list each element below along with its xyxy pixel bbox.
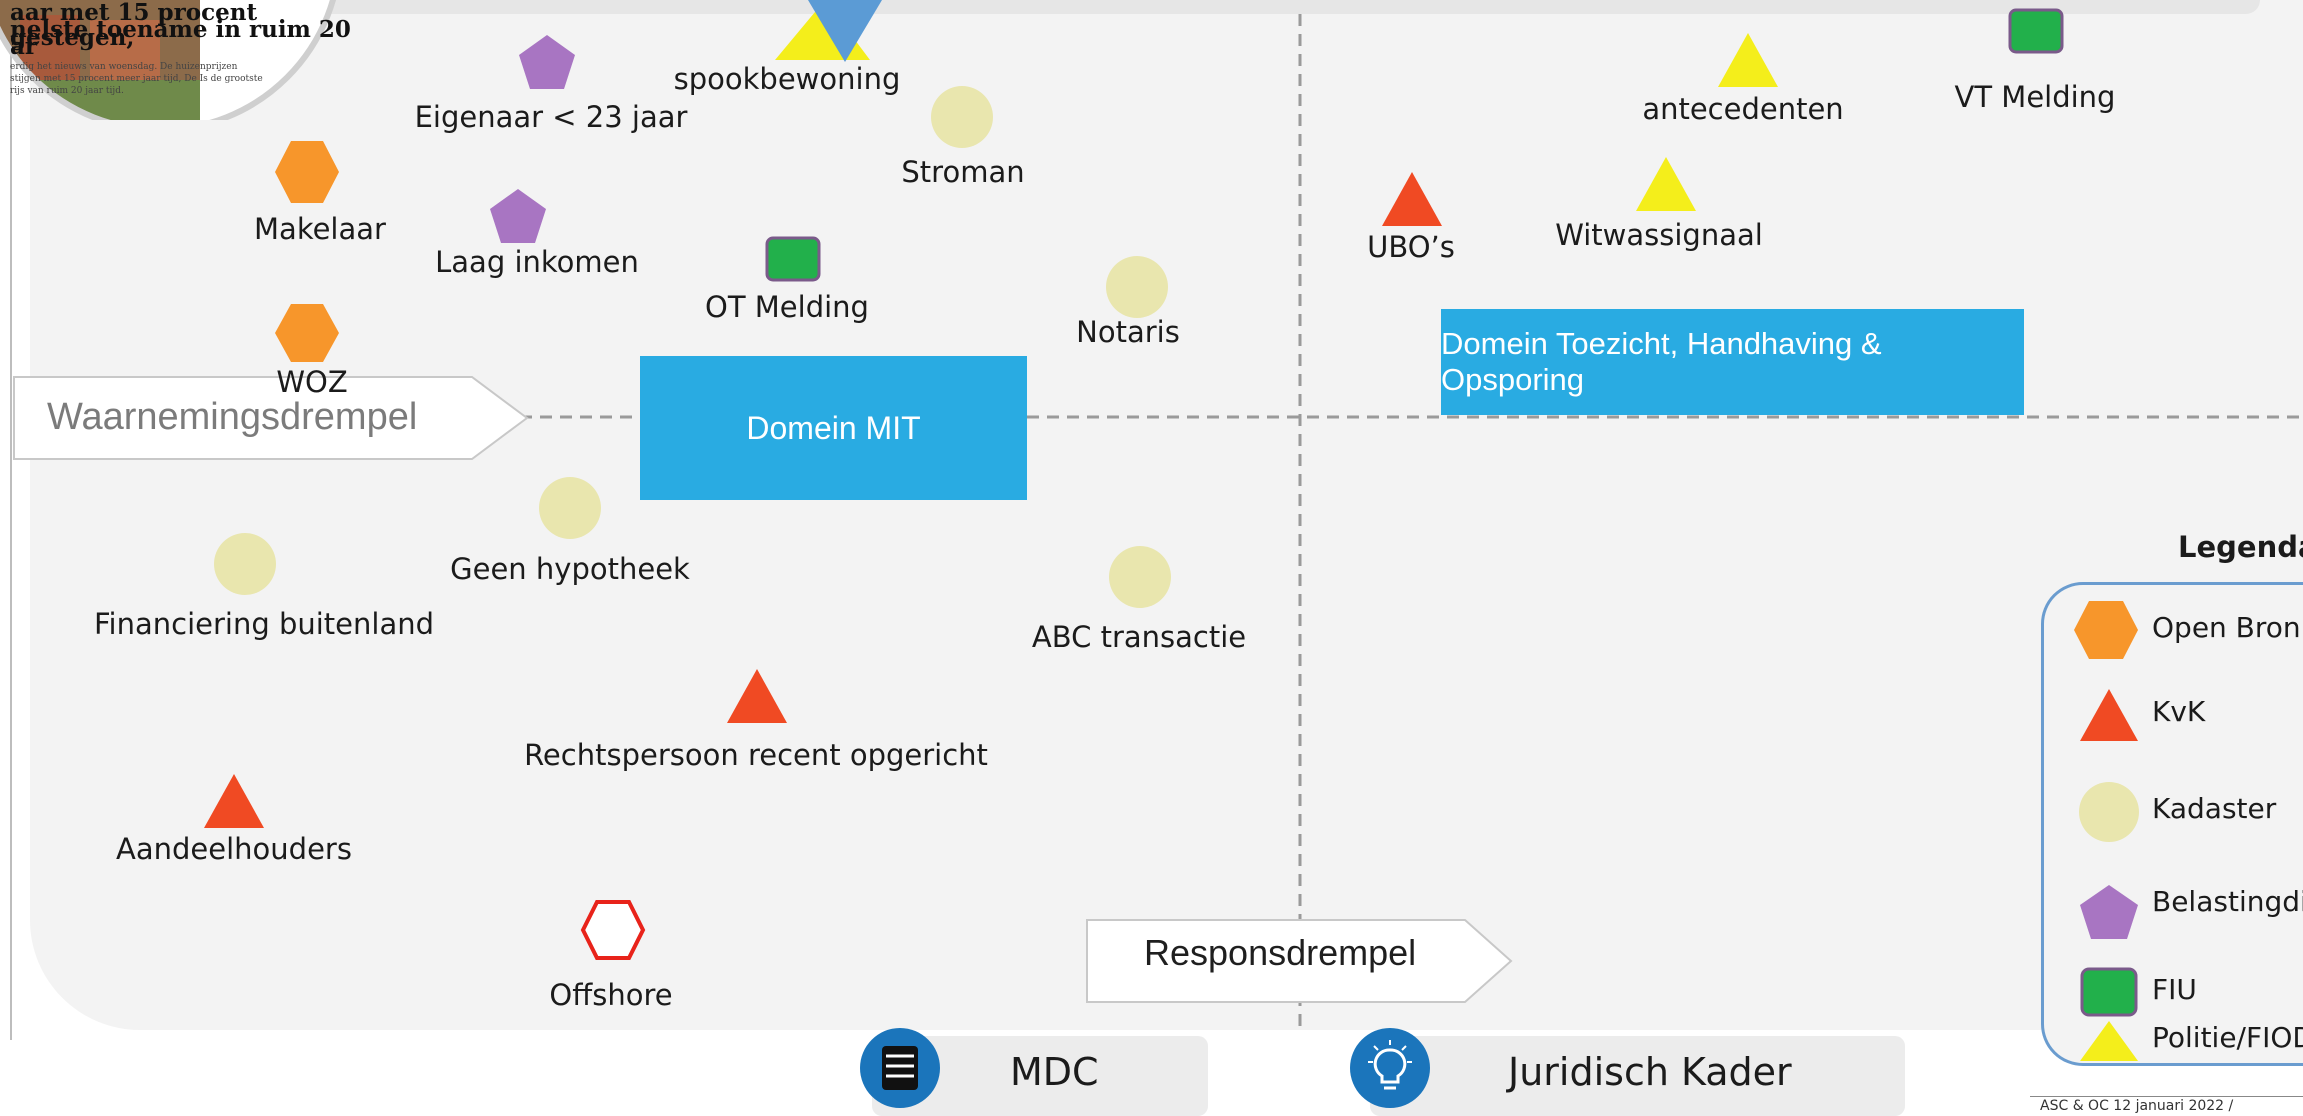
signal-label-stroman: Stroman [901, 155, 1025, 189]
left-border [10, 0, 12, 1040]
fiu-square-icon [2008, 8, 2064, 54]
news-headline-3: ar [10, 33, 38, 60]
belastingdienst-pentagon-icon [490, 189, 546, 243]
politie-triangle-icon [1718, 33, 1778, 87]
diagram-panel [30, 0, 2303, 1030]
signal-label-makelaar: Makelaar [254, 212, 386, 246]
footer-rule [2030, 1096, 2303, 1097]
signal-label-eigenaar: Eigenaar < 23 jaar [414, 100, 688, 134]
signal-label-offshore: Offshore [549, 978, 673, 1012]
politie-triangle-icon [775, 0, 882, 62]
signal-label-laag-inkomen: Laag inkomen [435, 245, 639, 279]
kadaster-circle-icon [1106, 256, 1168, 318]
signal-label-rechtspersoon: Rechtspersoon recent opgericht [524, 738, 988, 772]
news-photo-icon [0, 0, 340, 120]
kvk-triangle-icon [727, 669, 787, 723]
signal-label-abc-transactie: ABC transactie [1031, 620, 1247, 654]
offshore-hexagon-icon [580, 900, 646, 960]
legend-pentagon-icon [2080, 885, 2138, 939]
news-text-3: rijs van ruim 20 jaar tijd. [10, 86, 124, 96]
signal-label-ot-melding: OT Melding [705, 290, 869, 324]
news-headline-1: aar met 15 procent gestegen, [10, 0, 258, 51]
signal-label-spookbewoning: spookbewoning [673, 62, 901, 96]
mdc-label: MDC [1010, 1050, 1099, 1094]
signal-label-vt-melding: VT Melding [1954, 80, 2116, 114]
legend-hexagon-icon [2074, 601, 2138, 659]
kadaster-circle-icon [539, 477, 601, 539]
kvk-triangle-icon [204, 774, 264, 828]
legend-label-open-bronnen: Open Bronnen [2152, 611, 2303, 644]
news-text-1: erdig het nieuws van woensdag. De huizen… [10, 62, 238, 72]
kvk-triangle-icon [1382, 172, 1442, 226]
top-bar [230, 0, 2260, 14]
legend-label-belastingdienst: Belastingdienst [2152, 885, 2303, 918]
legend-label-kadaster: Kadaster [2152, 792, 2277, 825]
news-headline-2: nelste toename in ruim 20 [10, 16, 351, 43]
open-bronnen-hexagon-icon [275, 141, 339, 203]
fiu-square-icon [765, 236, 821, 282]
politie-triangle-icon [1636, 157, 1696, 211]
signal-label-notaris: Notaris [1076, 315, 1180, 349]
signal-label-woz: WOZ [276, 365, 348, 399]
news-text-2: stijgen met 15 procent meer jaar tijd, D… [10, 74, 263, 84]
signal-label-geen-hypotheek: Geen hypotheek [450, 552, 690, 586]
news-thumbnail: aar met 15 procent gestegen, nelste toen… [0, 0, 352, 120]
domain-mit-box: Domein MIT [640, 356, 1027, 500]
open-bronnen-hexagon-icon [275, 304, 339, 362]
kadaster-circle-icon [931, 86, 993, 148]
juridisch-kader-button[interactable] [1370, 1036, 1905, 1116]
legend-triangle-yellow-icon [2080, 1021, 2138, 1061]
responsdrempel-label: Responsdrempel [1144, 932, 1417, 973]
belastingdienst-pentagon-icon [519, 35, 575, 89]
footer-note: ASC & OC 12 januari 2022 / [2040, 1098, 2234, 1114]
legend-square-icon [2080, 967, 2138, 1017]
responsdrempel-arrow-icon [1086, 919, 1513, 1003]
waarnemingsdrempel-label: Waarnemingsdrempel [47, 396, 418, 438]
kadaster-circle-icon [1109, 546, 1171, 608]
legend-box: Open Bronnen KvK Kadaster Belastingdiens… [2041, 582, 2303, 1066]
legend-label-fiu: FIU [2152, 973, 2197, 1006]
legend-title: Legenda [2178, 530, 2303, 564]
signal-label-witwassignaal: Witwassignaal [1555, 218, 1763, 252]
signal-label-financiering-buitenland: Financiering buitenland [93, 607, 435, 641]
database-icon [860, 1028, 940, 1108]
legend-triangle-icon [2080, 689, 2138, 741]
domain-toezicht-box: Domein Toezicht, Handhaving & Opsporing [1441, 309, 2024, 415]
signal-label-antecedenten: antecedenten [1642, 92, 1844, 126]
lightbulb-icon [1350, 1028, 1430, 1108]
signal-label-ubos: UBO’s [1367, 230, 1455, 264]
legend-label-politie-fiod: Politie/FIOD [2152, 1021, 2303, 1054]
legend-label-kvk: KvK [2152, 695, 2206, 728]
legend-circle-icon [2079, 782, 2139, 842]
kadaster-circle-icon [214, 533, 276, 595]
signal-label-aandeelhouders: Aandeelhouders [116, 832, 352, 866]
waarnemingsdrempel-arrow-icon [13, 376, 529, 460]
juridisch-kader-label: Juridisch Kader [1508, 1050, 1792, 1094]
